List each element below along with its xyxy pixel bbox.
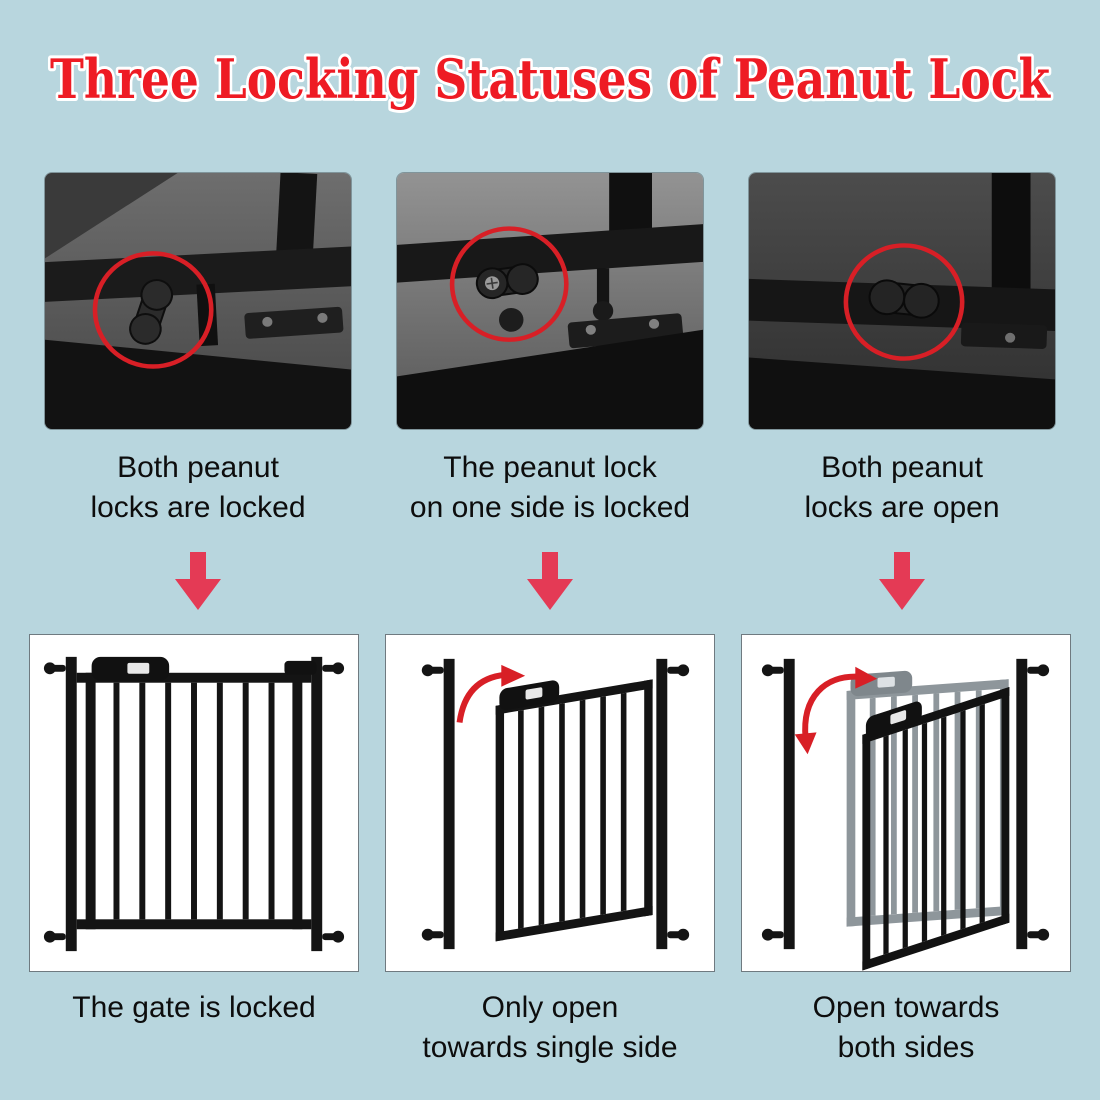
- handle-label: [127, 662, 150, 674]
- photo-both-locks-open: [748, 172, 1056, 430]
- screw-icon: [585, 324, 596, 335]
- peanut-lock-hanging: [499, 307, 524, 332]
- down-arrow-icon: [879, 552, 925, 610]
- caption-line: Both peanut: [821, 451, 983, 484]
- down-arrow-icon: [527, 552, 573, 610]
- gate-closed-illustration: [30, 635, 358, 971]
- mount-plate: [960, 322, 1048, 349]
- one-side-locked-illustration: [397, 173, 703, 429]
- caption-line: The gate is locked: [72, 991, 316, 1024]
- gate-top-rail: [397, 223, 703, 284]
- caption-open-both-sides: Open towards both sides: [741, 988, 1071, 1068]
- peanut-lock-open: [868, 279, 940, 319]
- gate-door-frame: [76, 672, 312, 930]
- gate-bottom-rail: [397, 329, 703, 429]
- handle-label: [890, 710, 907, 725]
- caption-both-locked: Both peanut locks are locked: [44, 448, 352, 528]
- page-title-graphic: Three Locking Statuses of Peanut Lock: [47, 44, 1054, 114]
- caption-line: both sides: [837, 1031, 975, 1064]
- both-locks-open-illustration: [749, 173, 1055, 429]
- page-title: Three Locking Statuses of Peanut Lock: [50, 47, 1051, 111]
- gate-bottom-rail: [45, 339, 351, 429]
- gate-captions-row: The gate is locked Only open towards sin…: [29, 988, 1071, 1068]
- caption-line: Only open: [481, 991, 619, 1024]
- gate-open-single-illustration: [386, 635, 714, 971]
- lock-closeup-row: [44, 172, 1056, 430]
- gate-post: [991, 173, 1031, 295]
- gate-photo-row: [29, 634, 1071, 972]
- gate-door-swung: [862, 686, 1010, 971]
- handle-label: [877, 676, 895, 688]
- lock-captions-row: Both peanut locks are locked The peanut …: [44, 448, 1056, 528]
- gate-bottom-rail: [749, 357, 1055, 429]
- red-circle-annotation: [92, 251, 214, 369]
- peanut-lock-locked: [129, 279, 174, 345]
- screw-icon: [648, 318, 660, 329]
- arrows-row: [44, 552, 1056, 610]
- gate-door-open: [495, 679, 653, 942]
- photo-gate-locked: [29, 634, 359, 972]
- handle-label: [525, 687, 543, 700]
- photo-gate-open-single: [385, 634, 715, 972]
- screw-icon: [1005, 332, 1016, 343]
- caption-line: towards single side: [422, 1031, 678, 1064]
- photo-gate-open-both: [741, 634, 1071, 972]
- gate-open-both-illustration: [742, 635, 1070, 971]
- pressure-post-left: [761, 658, 795, 950]
- caption-line: locks are locked: [90, 491, 306, 524]
- down-arrow-icon: [175, 552, 221, 610]
- pressure-post-left: [421, 658, 455, 950]
- pressure-post-left: [43, 656, 77, 952]
- gate-bars: [113, 682, 275, 920]
- pressure-post-right: [1016, 658, 1050, 950]
- screw-icon: [317, 312, 328, 323]
- double-curved-arrow-icon: [794, 666, 878, 755]
- pressure-post-right: [656, 658, 690, 950]
- latch-block: [284, 660, 317, 675]
- pressure-post-right: [311, 656, 345, 952]
- caption-line: on one side is locked: [409, 491, 691, 524]
- caption-line: Both peanut: [117, 451, 279, 484]
- peanut-lock-locked-with-screw: [475, 263, 539, 300]
- red-circle-annotation: [449, 226, 569, 342]
- caption-line: locks are open: [804, 491, 1000, 524]
- red-circle-annotation: [843, 243, 965, 361]
- both-locks-locked-illustration: [45, 173, 351, 429]
- caption-line: The peanut lock: [443, 451, 657, 484]
- caption-gate-locked: The gate is locked: [29, 988, 359, 1068]
- screw-icon: [262, 316, 273, 327]
- caption-line: Open towards: [812, 991, 1000, 1024]
- photo-one-side-locked: [396, 172, 704, 430]
- photo-both-locks-locked: [44, 172, 352, 430]
- caption-one-side-locked: The peanut lock on one side is locked: [396, 448, 704, 528]
- curved-arrow-icon: [456, 664, 526, 723]
- caption-both-open: Both peanut locks are open: [748, 448, 1056, 528]
- caption-open-single-side: Only open towards single side: [385, 988, 715, 1068]
